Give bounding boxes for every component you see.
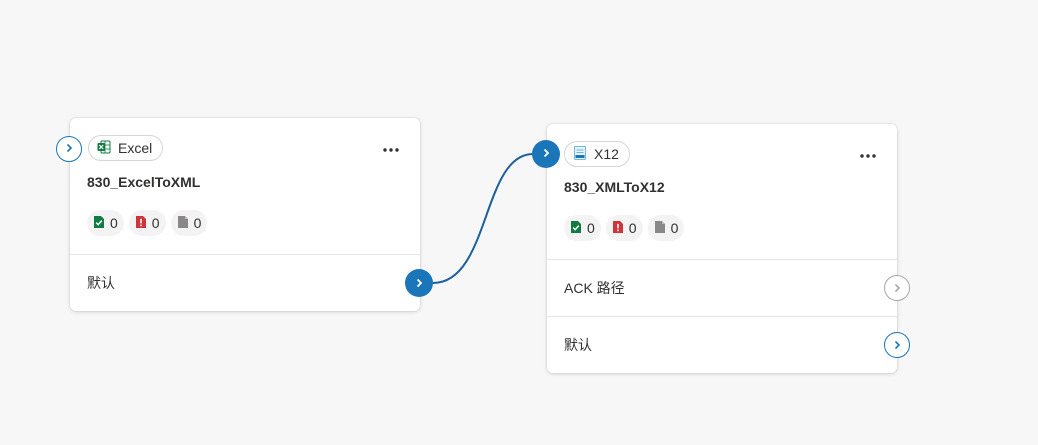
stat-file[interactable]: 0 [170, 210, 208, 236]
output-port-default[interactable] [884, 332, 910, 358]
input-port[interactable] [532, 140, 560, 168]
stat-file[interactable]: 0 [647, 215, 685, 241]
route-default[interactable]: 默认 [70, 254, 433, 311]
more-options-button[interactable] [380, 137, 402, 159]
node-title: 830_XMLToX12 [564, 179, 665, 195]
stat-success[interactable]: 0 [87, 210, 124, 236]
more-options-button[interactable] [857, 143, 879, 165]
excel-icon [97, 140, 111, 157]
route-label: ACK 路径 [564, 280, 625, 296]
more-icon [860, 145, 876, 163]
node-type-label: Excel [118, 140, 153, 156]
node-type-badge: Excel [88, 135, 164, 161]
node-title: 830_ExcelToXML [87, 174, 201, 190]
stat-file-count: 0 [193, 215, 202, 231]
input-port[interactable] [56, 136, 82, 162]
file-check-icon [93, 215, 105, 232]
route-label: 默认 [564, 337, 592, 353]
file-error-icon [135, 215, 147, 232]
node-card-excel[interactable]: Excel 830_ExcelToXML [56, 118, 433, 311]
stat-file-count: 0 [670, 220, 679, 236]
node-stats: 0 0 [564, 215, 685, 241]
chevron-right-icon [892, 280, 902, 296]
node-type-badge: X12 [564, 141, 630, 167]
stat-error[interactable]: 0 [605, 215, 643, 241]
file-check-icon [570, 220, 582, 237]
stat-error[interactable]: 0 [128, 210, 166, 236]
stat-success[interactable]: 0 [564, 215, 601, 241]
chevron-right-icon [64, 140, 74, 158]
file-icon [654, 220, 666, 237]
route-label: 默认 [87, 275, 115, 291]
stat-success-count: 0 [587, 220, 595, 236]
x12-icon [573, 145, 587, 163]
node-stats: 0 0 [87, 210, 208, 236]
route-ack[interactable]: ACK 路径 [547, 259, 910, 316]
chevron-right-icon [541, 145, 551, 163]
file-icon [177, 215, 189, 232]
chevron-right-icon [414, 275, 424, 291]
stat-error-count: 0 [151, 215, 160, 231]
route-default[interactable]: 默认 [547, 316, 910, 373]
node-type-label: X12 [594, 146, 619, 162]
stat-success-count: 0 [110, 215, 118, 231]
more-icon [383, 139, 399, 157]
output-port-ack[interactable] [884, 275, 910, 301]
chevron-right-icon [892, 337, 902, 353]
output-port-default[interactable] [405, 269, 433, 297]
stat-error-count: 0 [628, 220, 637, 236]
node-card-x12[interactable]: X12 830_XMLToX12 [532, 124, 910, 373]
file-error-icon [612, 220, 624, 237]
